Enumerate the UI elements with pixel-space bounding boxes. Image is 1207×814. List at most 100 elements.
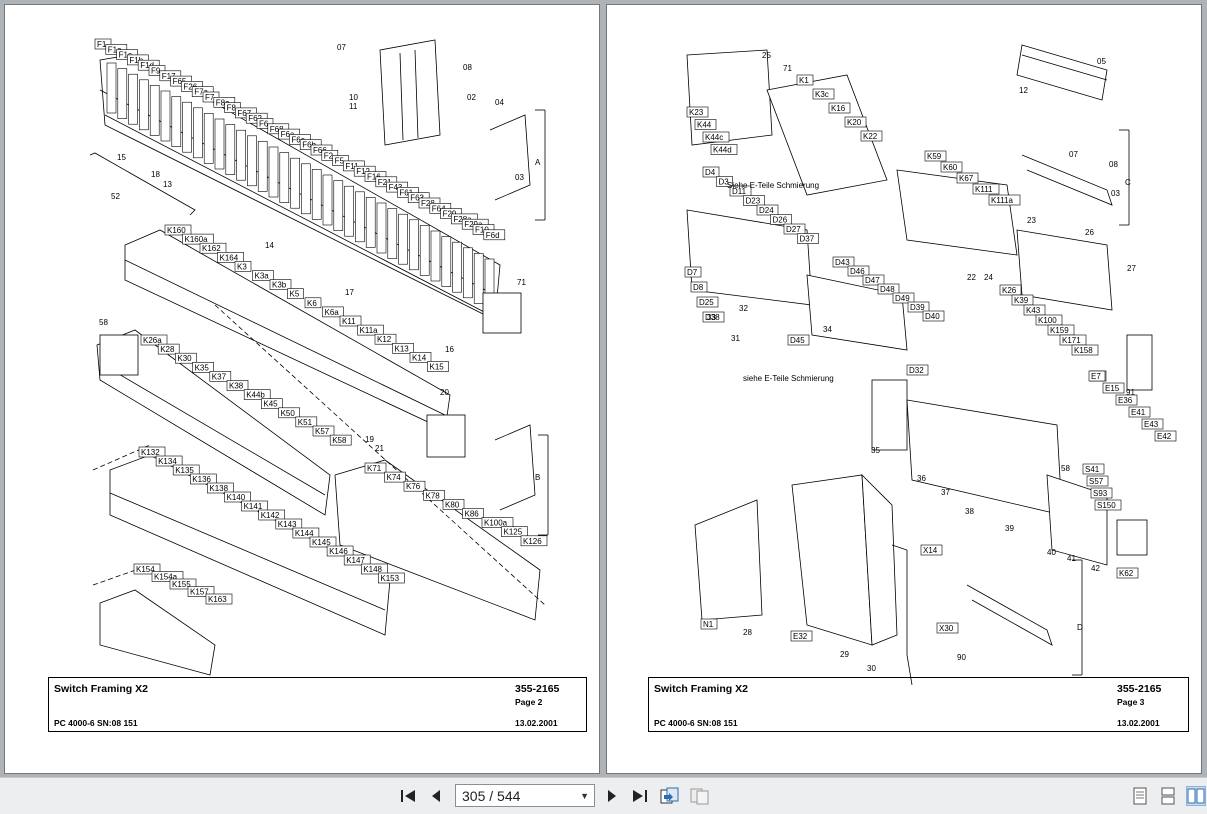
- relay-callout: K160: [167, 226, 186, 235]
- relay-callout: K45: [263, 400, 278, 409]
- relay-callout: K100a: [484, 519, 508, 528]
- title-block: Switch Framing X2 PC 4000-6 SN:08 151 35…: [648, 677, 1189, 732]
- continuous-view-icon[interactable]: [1158, 786, 1178, 806]
- title-block: Switch Framing X2 PC 4000-6 SN:08 151 35…: [48, 677, 587, 732]
- part-number: 18: [151, 170, 160, 179]
- relay-callout: K78: [426, 491, 441, 500]
- relay-callout: K44d: [713, 146, 732, 155]
- breaker-module: [463, 247, 473, 299]
- breaker-module: [355, 191, 365, 243]
- machine-model: PC 4000-6 SN:08 151: [54, 718, 138, 728]
- relay-callout: K11: [342, 317, 356, 326]
- fuse-callout: F1b: [129, 56, 143, 65]
- part-number: 07: [337, 43, 346, 52]
- breaker-module: [376, 202, 387, 254]
- relay-callout: K5: [290, 290, 300, 299]
- relay-callout: K50: [281, 409, 296, 418]
- relay-callout: K144: [295, 529, 314, 538]
- first-page-icon[interactable]: [398, 786, 418, 806]
- breaker-module: [106, 62, 117, 114]
- page-number-select[interactable]: 305 / 544 ▼: [455, 784, 595, 807]
- relay-callout: K30: [177, 354, 192, 363]
- relay-callout: K142: [261, 511, 280, 520]
- breaker-module: [344, 185, 354, 237]
- fuse-callout: F17: [162, 72, 176, 81]
- fuse-callout: F5: [335, 157, 345, 166]
- module-callout: D3: [719, 178, 730, 187]
- module-callout: X14: [923, 546, 938, 555]
- group-label-a: A: [535, 158, 541, 167]
- relay-callout: K111a: [991, 196, 1013, 205]
- breaker-module: [398, 213, 408, 265]
- relay-callout: K111: [975, 185, 993, 194]
- part-number: 07: [1069, 150, 1078, 159]
- breaker-module: [117, 68, 128, 119]
- part-number: 11: [349, 102, 358, 111]
- relay-callout: K57: [315, 427, 330, 436]
- fuse-callout: F21: [378, 178, 392, 187]
- module-callout: D48: [880, 285, 895, 294]
- fuse-callout: F6c: [291, 135, 304, 144]
- module-callout: D7: [687, 268, 698, 277]
- last-page-icon[interactable]: [630, 786, 650, 806]
- single-page-view-icon[interactable]: [1130, 786, 1150, 806]
- module-callout: X30: [939, 624, 954, 633]
- part-number: 08: [463, 63, 472, 72]
- fuse-callout: F7a: [194, 88, 208, 97]
- fuse-callout: F1d: [140, 61, 154, 70]
- part-number: 19: [365, 435, 374, 444]
- breaker-module: [214, 118, 225, 170]
- pdf-navigation-toolbar: 305 / 544 ▼: [0, 777, 1207, 814]
- copy-page-icon[interactable]: [660, 786, 680, 806]
- module-callout: D40: [925, 312, 940, 321]
- previous-page-icon[interactable]: [426, 786, 446, 806]
- breaker-module: [452, 241, 462, 293]
- breaker-module: [333, 180, 344, 231]
- module-callout: N1: [703, 620, 714, 629]
- fuse-callout: F10: [475, 226, 489, 235]
- part-number: 71: [517, 278, 526, 287]
- relay-callout: K155: [172, 580, 191, 589]
- two-page-view-icon[interactable]: [1186, 786, 1206, 806]
- relay-callout: K3c: [815, 90, 829, 99]
- part-number: 32: [739, 304, 748, 313]
- fuse-callout: F68: [270, 125, 284, 134]
- breaker-module: [149, 85, 160, 136]
- breaker-module: [279, 152, 290, 203]
- module-callout: E42: [1157, 432, 1172, 441]
- breaker-module: [128, 73, 138, 125]
- part-number: 17: [345, 288, 354, 297]
- relay-callout: K3: [237, 262, 247, 271]
- module-callout: D24: [759, 206, 774, 215]
- part-number: 38: [965, 507, 974, 516]
- group-label-b: B: [535, 473, 540, 482]
- lubrication-note: Siehe E-Teile Schmierung: [727, 181, 819, 190]
- drawing-number: 355-2165: [515, 683, 560, 695]
- module-callout: E36: [1118, 396, 1133, 405]
- breaker-module: [311, 169, 322, 220]
- module-callout: D26: [773, 216, 788, 225]
- relay-callout: K44b: [246, 391, 265, 400]
- relay-callout: K160a: [185, 235, 209, 244]
- paste-page-icon[interactable]: [690, 786, 710, 806]
- relay-callout: K20: [847, 118, 862, 127]
- module-callout: E43: [1144, 420, 1159, 429]
- part-number: 15: [117, 153, 126, 162]
- next-page-icon[interactable]: [602, 786, 622, 806]
- relay-callout: K44: [697, 121, 712, 130]
- breaker-module: [203, 113, 214, 164]
- module-callout: D32: [909, 366, 924, 375]
- breaker-module: [322, 174, 333, 226]
- part-number: 24: [984, 273, 993, 282]
- breaker-module: [387, 208, 398, 259]
- drawing-title: Switch Framing X2: [654, 683, 748, 695]
- relay-callout: K16: [831, 104, 846, 113]
- relay-callout: K147: [346, 556, 365, 565]
- machine-model: PC 4000-6 SN:08 151: [654, 718, 738, 728]
- part-number: 08: [1109, 160, 1118, 169]
- relay-callout: K6: [307, 299, 317, 308]
- relay-callout: K23: [689, 108, 704, 117]
